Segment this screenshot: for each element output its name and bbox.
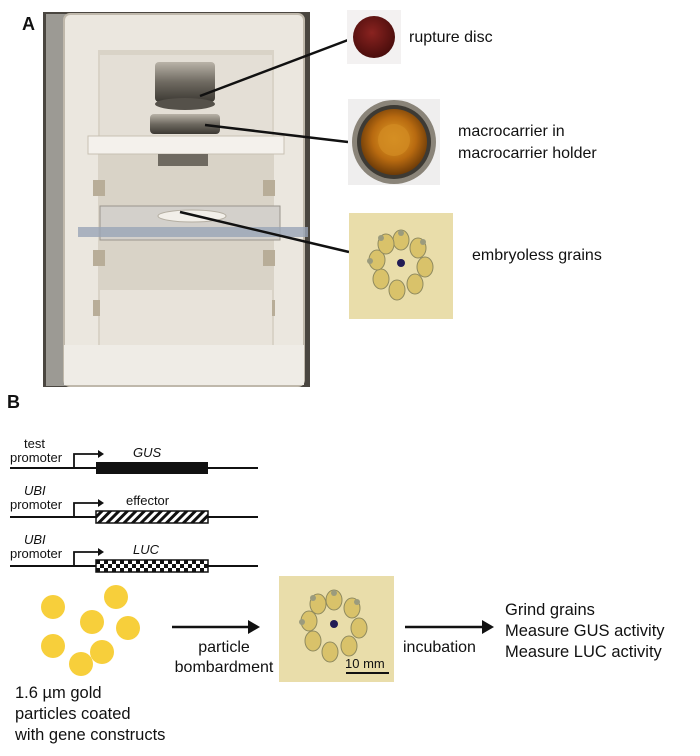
outcome-luc: Measure LUC activity xyxy=(505,643,662,661)
promoter-top-1: test xyxy=(24,436,45,451)
gene-label-effector: effector xyxy=(126,493,170,508)
callout-line-grains xyxy=(179,210,350,254)
step-label-bombardment: particle bombardment xyxy=(174,639,274,676)
macrocarrier-photo xyxy=(348,99,440,185)
promoter-bottom-2: promoter xyxy=(10,497,63,512)
label-embryoless-grains: embryoless grains xyxy=(472,247,602,264)
construct-effector xyxy=(10,499,258,524)
callout-line-macrocarrier xyxy=(204,123,349,144)
outcome-list: Grind grains Measure GUS activity Measur… xyxy=(505,600,665,663)
promoter-bottom-3: promoter xyxy=(10,546,63,561)
construct-luc xyxy=(10,548,258,573)
scale-bar-label: 10 mm xyxy=(345,656,385,671)
label-macrocarrier: macrocarrier in macrocarrier holder xyxy=(458,123,597,162)
construct-gus xyxy=(10,450,258,474)
particles-caption: 1.6 µm gold particles coated with gene c… xyxy=(15,684,166,744)
gold-particles xyxy=(41,585,140,676)
gene-label-luc: LUC xyxy=(133,542,160,557)
promoter-bottom-1: promoter xyxy=(10,450,63,465)
grains-photo-a xyxy=(349,213,453,319)
outcome-gus: Measure GUS activity xyxy=(505,622,665,640)
step-label-incubation: incubation xyxy=(403,639,476,656)
gene-label-gus: GUS xyxy=(133,445,162,460)
gene-gun-chamber-photo xyxy=(43,12,310,387)
grains-photo-b xyxy=(279,576,394,682)
panel-b-letter: B xyxy=(7,392,20,412)
panel-a-letter: A xyxy=(22,14,35,34)
promoter-top-3: UBI xyxy=(24,532,46,547)
promoter-top-2: UBI xyxy=(24,483,46,498)
label-rupture-disc: rupture disc xyxy=(409,29,493,46)
callout-line-rupture-disc xyxy=(199,38,349,98)
rupture-disc-photo xyxy=(347,10,401,64)
outcome-grind: Grind grains xyxy=(505,601,595,619)
